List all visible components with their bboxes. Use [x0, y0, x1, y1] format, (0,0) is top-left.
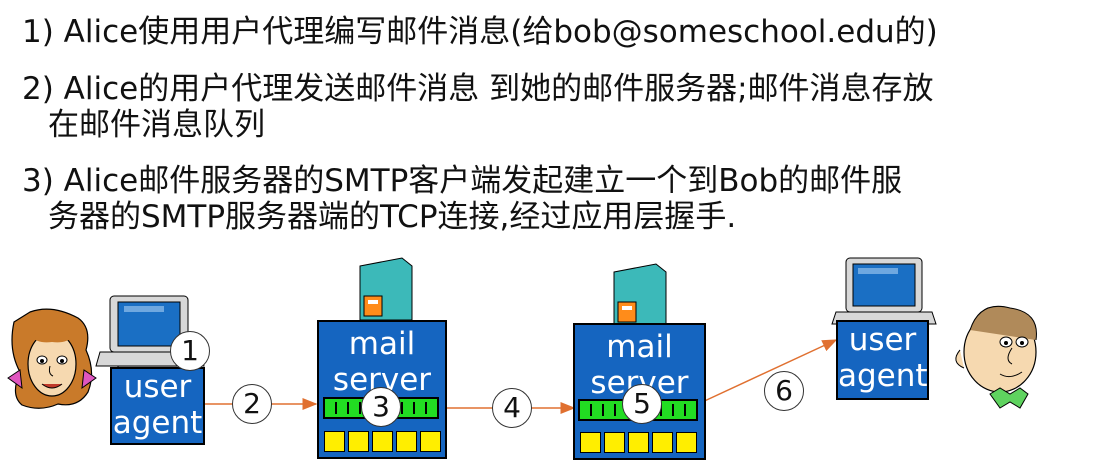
bob-agent-label-1: user: [848, 322, 917, 358]
alice-server-slot: [396, 431, 417, 452]
bob-computer-icon: [831, 257, 937, 325]
alice-user-agent-box: user agent: [110, 367, 205, 445]
step-marker-4: 4: [492, 388, 532, 428]
step-2-line-1: 2) Alice的用户代理发送邮件消息 到她的邮件服务器;邮件消息存放: [22, 71, 934, 107]
step-2-text: 2) Alice的用户代理发送邮件消息 到她的邮件服务器;邮件消息存放 在邮件消…: [22, 71, 934, 143]
alice-server-tower-icon: [359, 257, 413, 321]
step-marker-3: 3: [361, 387, 401, 427]
bob-server-slot: [652, 432, 673, 453]
bob-server-slot: [628, 432, 649, 453]
bob-server-slot: [604, 432, 625, 453]
bob-server-label-1: mail: [606, 329, 673, 365]
alice-face-icon: [7, 308, 97, 409]
bob-user-agent-box: user agent: [836, 320, 929, 400]
alice-server-label-1: mail: [348, 326, 416, 362]
bob-server-slot: [580, 432, 601, 453]
step-marker-1: 1: [170, 331, 210, 371]
step-2-line-2: 在邮件消息队列: [48, 107, 265, 143]
alice-computer-icon: [95, 295, 205, 373]
arrow-6: [697, 339, 838, 405]
step-marker-5: 5: [622, 384, 662, 424]
step-3-text: 3) Alice邮件服务器的SMTP客户端发起建立一个到Bob的邮件服 务器的S…: [22, 163, 902, 235]
alice-server-slot: [348, 431, 369, 452]
bob-server-tower-icon: [613, 263, 667, 327]
step-1-text: 1) Alice使用用户代理编写邮件消息(给bob@someschool.edu…: [22, 14, 938, 50]
bob-face-icon: [955, 305, 1037, 409]
alice-agent-label-2: agent: [112, 405, 203, 441]
step-marker-2: 2: [232, 384, 272, 424]
alice-server-slot: [372, 431, 393, 452]
step-marker-6: 6: [764, 371, 804, 411]
step-3-line-2: 务器的SMTP服务器端的TCP连接,经过应用层握手.: [48, 199, 737, 235]
alice-server-slot: [420, 431, 441, 452]
step-1-line: 1) Alice使用用户代理编写邮件消息(给bob@someschool.edu…: [22, 14, 938, 50]
alice-agent-label-1: user: [123, 369, 192, 405]
step-3-line-1: 3) Alice邮件服务器的SMTP客户端发起建立一个到Bob的邮件服: [22, 163, 903, 199]
bob-server-slot: [676, 432, 697, 453]
alice-server-slot: [324, 431, 345, 452]
bob-agent-label-2: agent: [838, 358, 928, 394]
